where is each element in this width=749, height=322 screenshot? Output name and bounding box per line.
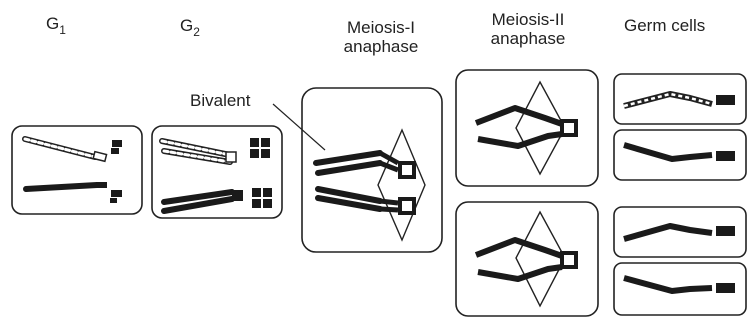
germ-cell-3-chromatid [624, 226, 735, 239]
g1-centromere-dot [110, 198, 117, 203]
g2-chromatids-pale [162, 141, 236, 162]
g1-centromere-dot [112, 140, 122, 147]
meiosis1-centromere [400, 199, 414, 213]
g1-centromere-dot [111, 190, 122, 197]
germ-cell-1-chromatid [624, 94, 735, 106]
germ-cell-4-chromatid [624, 278, 735, 293]
g2-centromere-cross [250, 138, 270, 158]
meiosis1-bivalent-lower [318, 189, 398, 210]
meiosis1-spindle [378, 130, 425, 240]
g2-centromere-cross [252, 188, 272, 208]
meiosis2-spindle-top [516, 82, 565, 174]
meiosis2-centromere-bottom [562, 253, 576, 267]
g2-chromatids-dark [164, 190, 243, 211]
g1-centromere-dot [111, 148, 119, 154]
meiosis2-chromatids-top [476, 108, 562, 146]
meiosis2-chromatids-bottom [476, 240, 562, 279]
meiosis2-centromere-top [562, 121, 576, 135]
bivalent-leader-line [273, 104, 325, 150]
g1-chromosome-dark [26, 182, 107, 189]
meiosis1-bivalent-upper [316, 153, 398, 173]
g1-chromosome-pale [25, 139, 107, 161]
meiosis2-spindle-bottom [516, 212, 565, 306]
meiosis1-centromere [400, 163, 414, 177]
germ-cell-2-chromatid [624, 145, 735, 161]
